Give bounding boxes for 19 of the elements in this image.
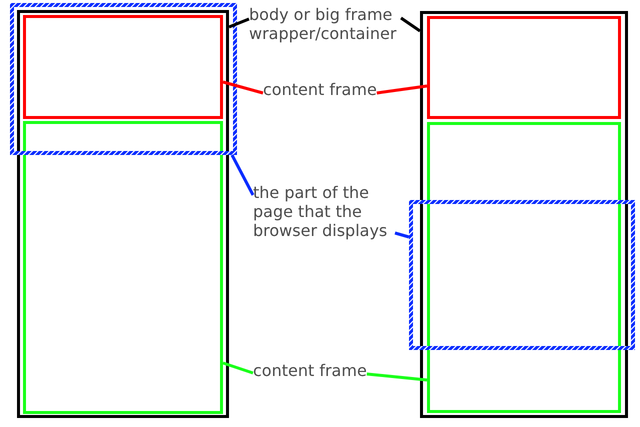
viewport-frame [409,200,635,350]
leader-line [394,232,410,238]
content-frame [23,15,223,119]
leader-line [228,18,250,28]
leader-line [400,16,421,32]
callout-label: content frame [263,80,377,99]
viewport-frame [10,3,237,155]
callout-label: content frame [253,361,367,380]
content-frame [23,121,223,414]
callout-label: the part of the page that the browser displays [253,183,395,240]
callout-label: body or big frame wrapper/container [249,5,401,43]
leader-line [230,154,254,196]
content-frame [427,122,621,413]
leader-line [366,372,428,382]
wrapper-frame [17,10,229,418]
leader-line [376,84,428,94]
wrapper-frame [420,11,628,418]
leader-line [222,362,254,374]
content-frame [427,16,621,119]
